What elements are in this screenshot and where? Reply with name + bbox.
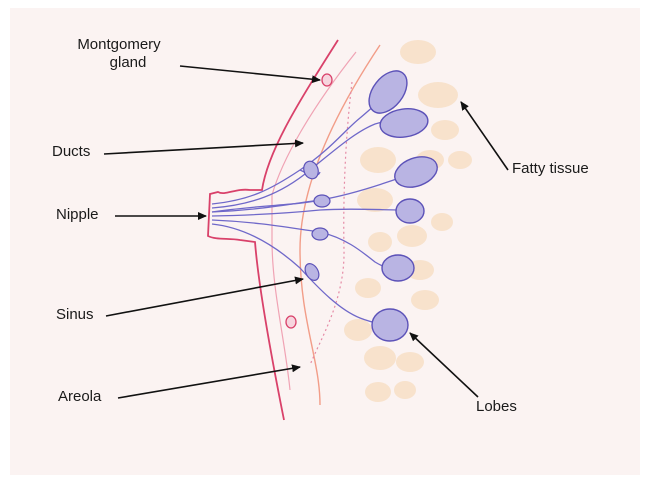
areola-arrow [118, 367, 300, 398]
label-sinus: Sinus [56, 306, 94, 324]
label-montgomery-line1: Montgomery [60, 36, 178, 54]
montgomery-arrow [180, 66, 320, 80]
arrows [104, 66, 508, 398]
dotted-boundary [310, 82, 352, 365]
label-areola: Areola [58, 388, 101, 406]
sinuses [301, 159, 330, 283]
label-montgomery-line2: gland [78, 54, 178, 72]
inner-skin-line [272, 52, 356, 390]
label-montgomery: Montgomery gland [60, 36, 178, 72]
label-lobes: Lobes [476, 398, 517, 416]
label-fatty-tissue: Fatty tissue [512, 160, 589, 178]
label-ducts: Ducts [52, 143, 90, 161]
label-nipple: Nipple [56, 206, 99, 224]
sinus-arrow [106, 279, 303, 316]
